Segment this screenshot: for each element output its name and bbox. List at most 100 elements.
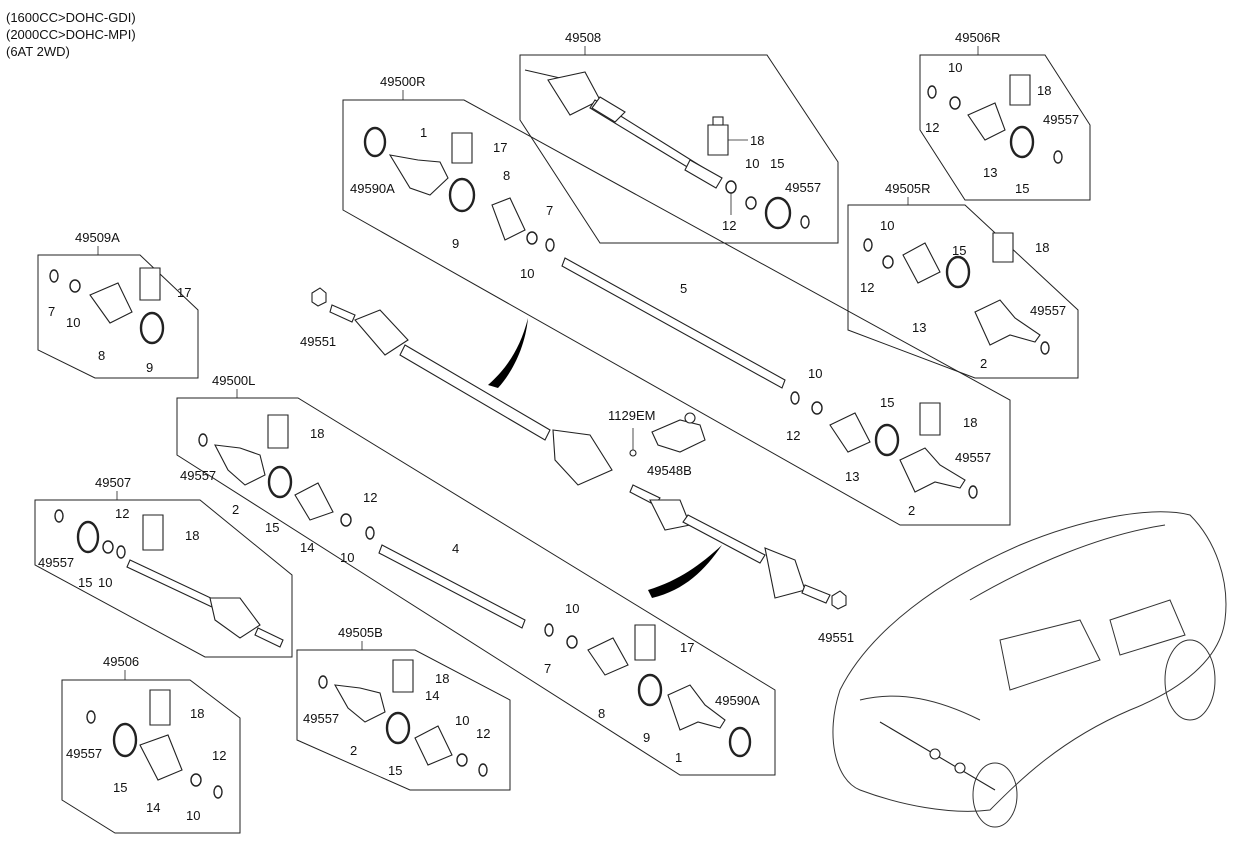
callout-14: 14 [425, 688, 439, 703]
panel-49500L[interactable] [176, 397, 776, 776]
callout-15: 15 [880, 395, 894, 410]
cv-joint-icon[interactable] [667, 684, 726, 731]
ring-icon [811, 401, 823, 415]
grease-tube-icon [707, 116, 729, 156]
callout-2: 2 [908, 503, 915, 518]
callout-10: 10 [948, 60, 962, 75]
ring-icon [566, 635, 578, 649]
callout-10: 10 [66, 315, 80, 330]
callout-2: 2 [350, 743, 357, 758]
panel-49508[interactable] [519, 54, 839, 244]
callout-10: 10 [808, 366, 822, 381]
callout-49590A: 49590A [350, 181, 395, 196]
header-line-2: (2000CC>DOHC-MPI) [6, 27, 136, 42]
cv-joint-icon[interactable] [214, 444, 266, 486]
callout-1: 1 [420, 125, 427, 140]
boot-icon [414, 725, 453, 766]
cv-joint-icon[interactable] [974, 299, 1041, 346]
callout-49551: 49551 [300, 334, 336, 349]
cv-joint-icon[interactable] [333, 684, 386, 723]
drive-shaft-icon[interactable] [126, 559, 284, 648]
drive-shaft-icon[interactable] [329, 304, 831, 604]
drive-shaft-icon[interactable] [524, 69, 723, 189]
ring-icon [863, 238, 873, 252]
callout-49557: 49557 [1030, 303, 1066, 318]
arrow-icon [648, 545, 722, 598]
panel-49506R[interactable] [919, 54, 1091, 201]
clamp-ring-icon [945, 255, 971, 289]
ring-icon [340, 513, 352, 527]
callout-5: 5 [680, 281, 687, 296]
ring-icon [478, 763, 488, 777]
vehicle-outline-icon [832, 511, 1227, 828]
callout-18: 18 [1037, 83, 1051, 98]
callout-7: 7 [544, 661, 551, 676]
clamp-ring-icon [385, 711, 411, 745]
callout-18: 18 [435, 671, 449, 686]
ring-icon [544, 623, 554, 637]
cv-joint-icon[interactable] [388, 154, 449, 196]
callout-15: 15 [952, 243, 966, 258]
callout-14: 14 [300, 540, 314, 555]
ring-icon [86, 710, 96, 724]
boot-icon [902, 242, 941, 284]
ring-icon [725, 180, 737, 194]
callout-13: 13 [912, 320, 926, 335]
callout-12: 12 [363, 490, 377, 505]
callout-7: 7 [546, 203, 553, 218]
boot-icon [89, 282, 133, 324]
drive-shaft-icon[interactable] [378, 544, 526, 629]
panel-49505B[interactable] [296, 649, 511, 791]
callout-10: 10 [340, 550, 354, 565]
boot-icon [294, 482, 334, 521]
callout-13: 13 [983, 165, 997, 180]
callout-10: 10 [565, 601, 579, 616]
grease-tube-icon [142, 514, 164, 551]
callout-49557: 49557 [66, 746, 102, 761]
wheel-speed-sensor-icon[interactable] [651, 412, 706, 453]
callout-9: 9 [643, 730, 650, 745]
grease-tube-icon [451, 132, 473, 164]
panel-49506[interactable] [61, 679, 241, 834]
header-line-3: (6AT 2WD) [6, 44, 70, 59]
header-line-1: (1600CC>DOHC-GDI) [6, 10, 136, 25]
callout-18: 18 [190, 706, 204, 721]
callout-8: 8 [598, 706, 605, 721]
callout-49557: 49557 [1043, 112, 1079, 127]
cv-joint-icon[interactable] [899, 447, 966, 493]
ring-icon [54, 509, 64, 523]
callout-15: 15 [388, 763, 402, 778]
clamp-ring-icon [764, 196, 792, 230]
clamp-ring-icon [448, 177, 476, 213]
panel-49507[interactable] [34, 499, 293, 658]
callout-7: 7 [48, 304, 55, 319]
drive-shaft-icon[interactable] [561, 257, 786, 389]
ring-icon [102, 540, 114, 554]
callout-10: 10 [880, 218, 894, 233]
callout-12: 12 [860, 280, 874, 295]
panel-49505R[interactable] [847, 204, 1079, 379]
grease-tube-icon [392, 659, 414, 693]
callout-12: 12 [212, 748, 226, 763]
group-title-49506: 49506 [103, 654, 139, 669]
callout-2: 2 [980, 356, 987, 371]
callout-49557: 49557 [955, 450, 991, 465]
arrow-icon [488, 318, 528, 388]
callout-12: 12 [476, 726, 490, 741]
callout-18: 18 [750, 133, 764, 148]
callout-1129EM: 1129EM [608, 408, 655, 423]
boot-icon [967, 102, 1006, 141]
callout-15: 15 [770, 156, 784, 171]
callout-49557: 49557 [303, 711, 339, 726]
callout-12: 12 [925, 120, 939, 135]
callout-49548B: 49548B [647, 463, 692, 478]
panel-49509A[interactable] [37, 254, 199, 379]
callout-49590A: 49590A [715, 693, 760, 708]
clamp-ring-icon [1009, 125, 1035, 159]
ring-icon [800, 215, 810, 229]
panel-49500R[interactable] [342, 99, 1011, 526]
nut-icon [311, 287, 327, 307]
callout-14: 14 [146, 800, 160, 815]
ring-icon [49, 269, 59, 283]
callout-12: 12 [115, 506, 129, 521]
